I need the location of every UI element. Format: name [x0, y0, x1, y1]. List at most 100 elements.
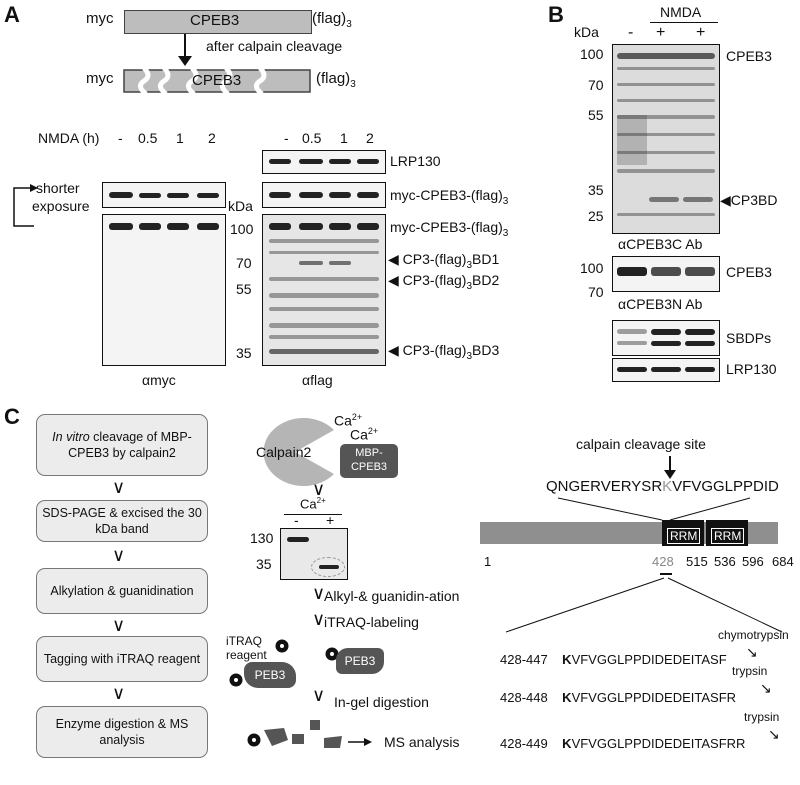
flow-step-5: Enzyme digestion & MS analysis — [36, 706, 208, 758]
myc-lane-4: 2 — [208, 130, 216, 146]
flow-arrow-2-icon: ∨ — [112, 545, 126, 565]
construct-cpeb3-box — [124, 10, 312, 34]
cpeb3-top-label: CPEB3 — [726, 48, 772, 64]
myc-lane-1: - — [118, 130, 123, 146]
alkyl-step-label: Alkyl-& guanidin-ation — [324, 588, 460, 604]
flag-lane-2: 0.5 — [302, 130, 322, 146]
itraq-reagent-dot-icon — [275, 639, 289, 653]
flow-step-3: Alkylation & guanidination — [36, 568, 208, 614]
itraq-reagent-dot-2-icon — [325, 647, 339, 661]
bd1-label: ◀ CP3-(flag)3BD1 — [388, 251, 500, 271]
flow-arrow-4-icon: ∨ — [112, 683, 126, 703]
myc-cpeb3-short-label: myc-CPEB3-(flag)3 — [390, 187, 509, 207]
mw-100-a: 100 — [230, 221, 254, 237]
ca-label-1: Ca2+ — [334, 412, 363, 429]
ms-analysis-label: MS analysis — [384, 734, 460, 750]
mw-b-mid-70: 70 — [588, 284, 604, 300]
flow-step-2: SDS-PAGE & excised the 30 kDa band — [36, 500, 208, 542]
cpeb3c-ab-label: αCPEB3C Ab — [618, 236, 703, 252]
flow-arrow-3-icon: ∨ — [112, 615, 126, 635]
digest-fragments-icon — [247, 720, 372, 748]
flow-arrow-1-icon: ∨ — [112, 477, 126, 497]
pos-684: 684 — [772, 554, 794, 569]
sbdps-label: SBDPs — [726, 330, 772, 346]
rrm-1-label: RRM — [667, 528, 701, 544]
antibody-flag-label: αflag — [302, 372, 333, 388]
cleaved-cpeb3-label: CPEB3 — [192, 72, 242, 89]
enzyme-chymotrypsin: chymotrypsin — [718, 628, 789, 642]
myc-lane-3: 1 — [176, 130, 184, 146]
peptide-row: 428-448 KVFVGGLPPDIDEDEITASFR — [500, 690, 737, 705]
mw-70-a: 70 — [236, 255, 252, 271]
cleavage-arrowhead-icon — [178, 56, 192, 66]
kda-label-b: kDa — [574, 24, 599, 40]
cpeb3n-blot — [612, 256, 720, 292]
mw-b-70: 70 — [588, 77, 604, 93]
lane-b-3: + — [696, 24, 706, 41]
flag-long-exposure-blot — [262, 214, 386, 366]
gel-ca-line — [284, 514, 342, 515]
panel-c-letter: C — [4, 404, 20, 429]
shorter-label: shorter — [36, 180, 80, 196]
peptide-row: 428-449 KVFVGGLPPDIDEDEITASFRR — [500, 736, 746, 751]
nmda-bracket-line — [650, 22, 718, 23]
cleavage-site-label: calpain cleavage site — [576, 436, 706, 452]
itraq-reagent-dot-3-icon — [229, 673, 243, 687]
cleavage-site-arrow-icon — [669, 456, 671, 472]
shorter-exposure-bracket-icon — [13, 184, 38, 227]
cpeb3c-blot — [612, 44, 720, 234]
itraq-arrow-icon: ∨ — [312, 609, 326, 629]
itraq-step-label: iTRAQ-labeling — [324, 614, 419, 630]
cleavage-label: after calpain cleavage — [206, 38, 343, 54]
flag-short-exposure-blot — [262, 182, 386, 208]
cpeb3n-ab-label: αCPEB3N Ab — [618, 296, 703, 312]
enzyme-trypsin-1: trypsin — [732, 664, 768, 678]
pos-1: 1 — [484, 554, 492, 569]
mw-b-55: 55 — [588, 107, 604, 123]
calpain-arrow-icon: ∨ — [312, 479, 326, 499]
gel-arrow-icon: ∨ — [312, 583, 326, 603]
pos-536: 536 — [714, 554, 736, 569]
lane-b-1: - — [628, 24, 634, 41]
calpain2-label: Calpain2 — [256, 444, 312, 460]
myc-short-exposure-blot — [102, 182, 226, 208]
cleavage-arrow-icon — [184, 34, 186, 60]
cpeb3-mid-label: CPEB3 — [726, 264, 772, 280]
in-gel-label: In-gel digestion — [334, 694, 429, 710]
sbdp-blot — [612, 320, 720, 356]
ca-label-2: Ca2+ — [350, 426, 379, 443]
mw-b-35: 35 — [588, 182, 604, 198]
cleavage-site-arrowhead-icon — [664, 470, 676, 479]
exposure-label: exposure — [32, 198, 90, 214]
lrp130-b-blot — [612, 358, 720, 382]
flow-step-1: In vitro cleavage of MBP-CPEB3 by calpai… — [36, 414, 208, 476]
nmda-label-b: NMDA — [660, 4, 702, 20]
cleaved-construct-diagram — [123, 66, 311, 96]
mbp-cpeb3-box: MBP-CPEB3 — [340, 444, 398, 478]
flow-step-4: Tagging with iTRAQ reagent — [36, 636, 208, 682]
bd2-label: ◀ CP3-(flag)3BD2 — [388, 272, 500, 292]
gel-box — [280, 528, 348, 580]
mw-b-100: 100 — [580, 46, 604, 62]
mw-35-a: 35 — [236, 345, 252, 361]
myc-cpeb3-long-label: myc-CPEB3-(flag)3 — [390, 219, 509, 239]
mw-b-25: 25 — [588, 208, 604, 224]
nmda-time-label: NMDA (h) — [38, 130, 100, 146]
peptide-zoom-lines — [505, 573, 783, 633]
panel-b-letter: B — [548, 2, 564, 27]
lrp130-label: LRP130 — [390, 153, 441, 169]
enzyme-trypsin-2: trypsin — [744, 710, 780, 724]
enzyme-arrow-1-icon: ↘ — [746, 644, 758, 660]
pos-596: 596 — [742, 554, 764, 569]
enzyme-arrow-3-icon: ↘ — [768, 726, 780, 742]
gel-mw-130: 130 — [250, 530, 274, 546]
bd3-label: ◀ CP3-(flag)3BD3 — [388, 342, 500, 362]
antibody-myc-label: αmyc — [142, 372, 176, 388]
pos-515: 515 — [686, 554, 708, 569]
construct-myc-label: myc — [86, 10, 114, 27]
myc-long-exposure-blot — [102, 214, 226, 366]
myc-lane-2: 0.5 — [138, 130, 158, 146]
enzyme-arrow-2-icon: ↘ — [760, 680, 772, 696]
peb3-blob-2: PEB3 — [336, 648, 384, 674]
